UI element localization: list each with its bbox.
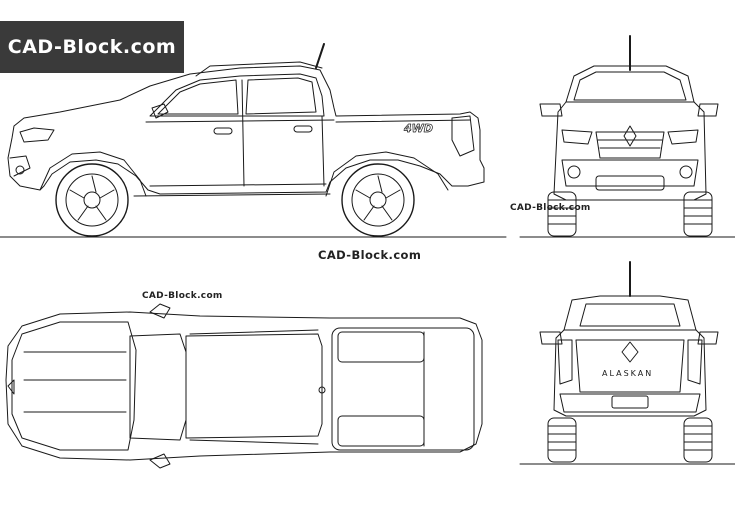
brand-badge[interactable]: CAD-Block.com (0, 21, 184, 73)
rear-right-lamp (687, 339, 703, 385)
front-grille (595, 131, 665, 159)
rear-right-tire (683, 417, 713, 463)
side-fog-lamp (15, 165, 25, 175)
side-front-wheel (55, 163, 129, 237)
side-rear-arch (325, 151, 449, 197)
side-b-pillar (241, 79, 245, 187)
top-bed-hook (318, 386, 326, 394)
side-front-arch (39, 151, 147, 197)
watermark-side-view: CAD-Block.com (318, 248, 422, 262)
rear-logo (621, 341, 639, 363)
rear-left-mirror (539, 331, 563, 345)
front-left-mirror (539, 103, 563, 117)
rear-tailgate (575, 339, 685, 393)
watermark-top-view: CAD-Block.com (142, 291, 223, 301)
side-antenna (315, 43, 325, 69)
watermark-front-view: CAD-Block.com (510, 203, 591, 213)
front-right-mirror (697, 103, 719, 117)
top-roof-rail-1 (189, 329, 319, 335)
rear-plate-area (611, 395, 649, 409)
front-right-headlamp (667, 129, 699, 145)
side-beltline (145, 119, 335, 123)
side-sill (149, 183, 327, 187)
side-roof-rail (195, 61, 323, 77)
rear-body (553, 329, 707, 417)
top-right-mirror (149, 453, 171, 469)
front-left-fog (567, 165, 581, 179)
rear-model-badge: ALASKAN (602, 369, 653, 378)
side-rear-window (245, 77, 317, 115)
front-bumper (561, 159, 699, 187)
top-roof (185, 333, 323, 439)
side-rear-door-handle (293, 125, 313, 133)
brand-badge-label: CAD-Block.com (7, 36, 177, 58)
top-bed (331, 327, 475, 451)
top-front-logo (7, 379, 15, 395)
side-window-frame (149, 73, 325, 117)
front-left-headlamp (561, 129, 593, 145)
rear-window (579, 303, 681, 327)
front-right-tire (683, 191, 713, 237)
top-left-mirror (149, 303, 171, 319)
front-left-tire (547, 191, 577, 237)
top-hood (11, 321, 137, 451)
front-logo (623, 125, 637, 147)
rear-left-lamp (557, 339, 573, 385)
rear-left-tire (547, 417, 577, 463)
side-headlamp (19, 127, 55, 143)
side-bed-top (335, 119, 471, 123)
top-body-outline (5, 311, 483, 461)
side-tail-lamp (451, 115, 475, 157)
side-door-line (321, 115, 325, 187)
side-front-door-handle (213, 127, 233, 135)
side-mirror (151, 103, 169, 119)
front-skid-plate (595, 175, 665, 191)
side-sill-2 (133, 193, 331, 197)
side-body-outline (7, 65, 485, 195)
front-windshield (573, 71, 687, 101)
rear-right-mirror (697, 331, 719, 345)
side-front-window (157, 79, 239, 115)
front-body (553, 101, 707, 201)
rear-bumper (559, 393, 701, 413)
side-rear-wheel (341, 163, 415, 237)
side-4wd-badge: 4WD (403, 122, 433, 135)
top-roof-rail-2 (189, 439, 319, 445)
side-front-bumper (9, 155, 31, 177)
front-right-fog (679, 165, 693, 179)
